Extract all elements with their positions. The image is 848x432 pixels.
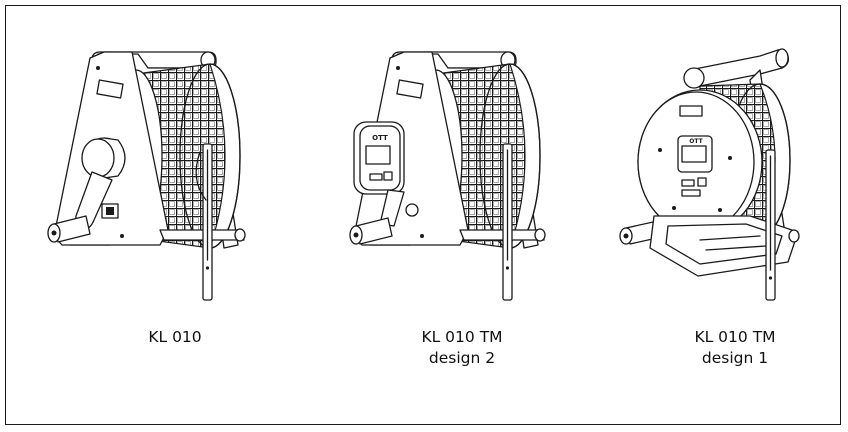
caption-line: KL 010 TM (694, 328, 776, 346)
caption-kl010: KL 010 (148, 327, 201, 348)
ott-logo-mark-2: OTT (689, 138, 703, 145)
caption-line: design 1 (701, 349, 769, 367)
cable-reel-kl010tm-design2-illustration: OTT (349, 51, 546, 301)
caption-kl010tm-design2: KL 010 TM design 2 (421, 327, 502, 369)
caption-line: KL 010 TM (421, 328, 503, 346)
cable-reel-kl010tm-design1-illustration: OTT (619, 48, 800, 301)
figure-frame (5, 5, 841, 425)
caption-line: design 2 (428, 349, 496, 367)
cable-reel-kl010-illustration (47, 51, 246, 301)
caption-line: KL 010 (148, 328, 202, 346)
caption-kl010tm-design1: KL 010 TM design 1 (694, 327, 775, 369)
ott-logo-mark: OTT (372, 134, 388, 142)
